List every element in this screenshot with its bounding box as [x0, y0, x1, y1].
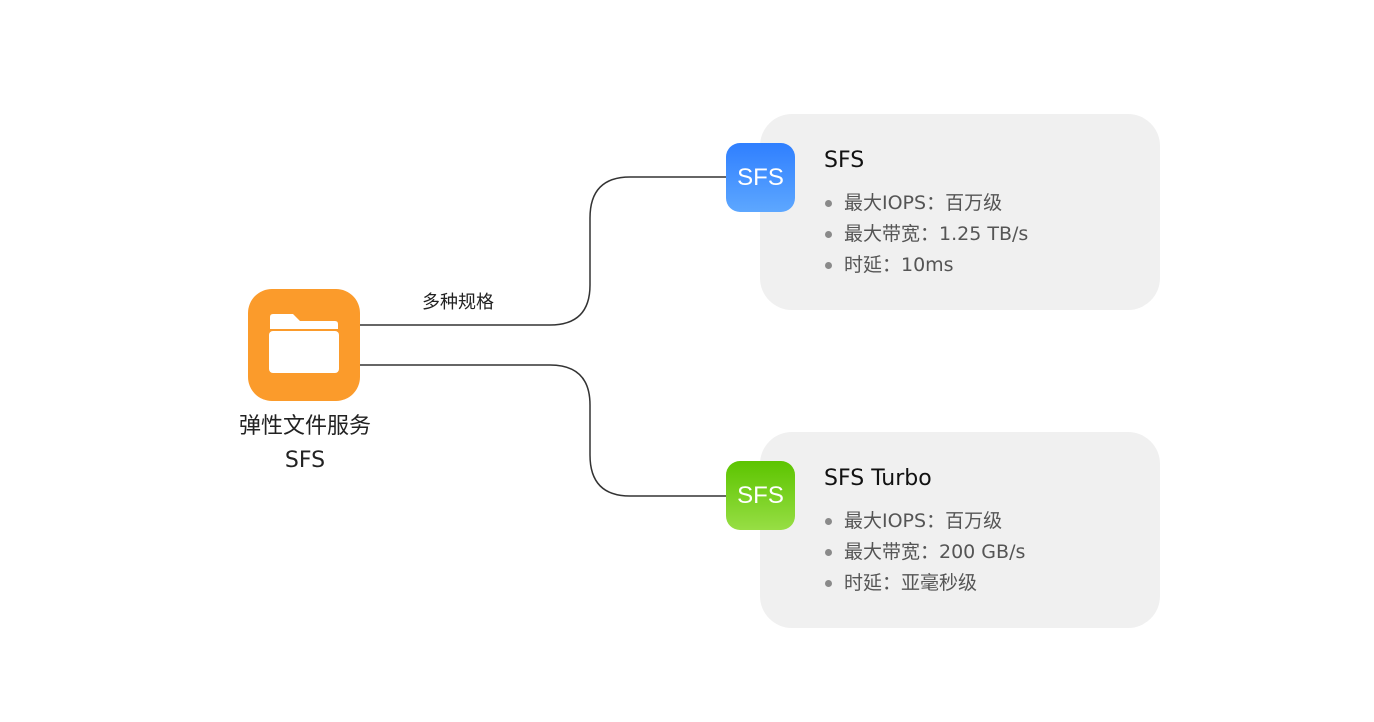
- connector-to-sfs-turbo: [360, 364, 728, 497]
- spec-item-iops: 最大IOPS：百万级: [824, 188, 1028, 219]
- spec-item-latency: 时延：亚毫秒级: [824, 568, 1025, 599]
- file-service-icon: [248, 289, 360, 401]
- spec-item-latency: 时延：10ms: [824, 250, 1028, 281]
- sfs-badge: SFS: [726, 143, 795, 212]
- spec-item-iops: 最大IOPS：百万级: [824, 506, 1025, 537]
- folder-icon: [269, 314, 339, 373]
- connector-to-sfs: [360, 176, 728, 326]
- card-title: SFS Turbo: [824, 466, 932, 491]
- sfs-card: SFS 最大IOPS：百万级 最大带宽：1.25 TB/s 时延：10ms: [760, 114, 1160, 310]
- source-label: 弹性文件服务 SFS: [205, 410, 405, 478]
- edge-label: 多种规格: [422, 292, 494, 313]
- sfs-turbo-badge: SFS: [726, 461, 795, 530]
- sfs-turbo-card: SFS Turbo 最大IOPS：百万级 最大带宽：200 GB/s 时延：亚毫…: [760, 432, 1160, 628]
- card-spec-list: 最大IOPS：百万级 最大带宽：1.25 TB/s 时延：10ms: [824, 188, 1028, 281]
- source-label-name: 弹性文件服务: [238, 414, 371, 439]
- card-title: SFS: [824, 148, 865, 173]
- spec-item-bandwidth: 最大带宽：1.25 TB/s: [824, 219, 1028, 250]
- spec-item-bandwidth: 最大带宽：200 GB/s: [824, 537, 1025, 568]
- card-spec-list: 最大IOPS：百万级 最大带宽：200 GB/s 时延：亚毫秒级: [824, 506, 1025, 599]
- source-label-abbrev: SFS: [284, 448, 326, 473]
